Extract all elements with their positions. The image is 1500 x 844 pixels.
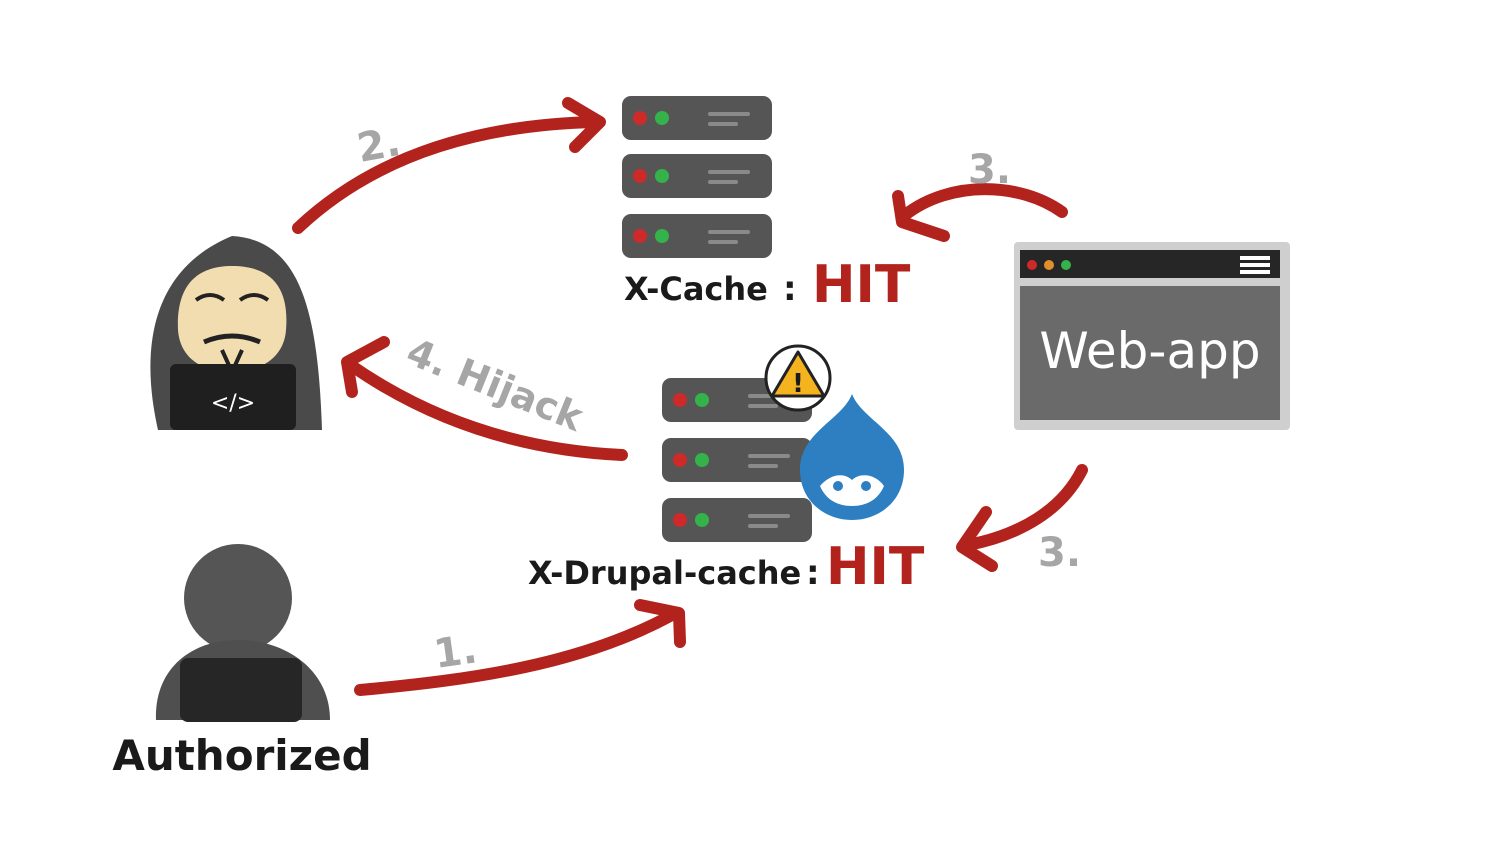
step-3-bottom-label: 3. [1038,530,1081,576]
browser-window-icon: Web-app [1014,242,1290,430]
server-stack-icon [622,96,772,258]
x-cache-value: HIT [812,255,911,315]
webapp-title: Web-app [1039,322,1260,380]
x-drupal-cache-separator: : [806,553,820,593]
victim-label: Authorized [112,731,371,780]
x-cache-separator: : [783,269,797,309]
hooded-hacker-icon: </> [150,236,322,430]
x-cache-name: X-Cache [624,270,768,308]
step-3-top-label: 3. [968,147,1011,193]
step-4-hijack-label: 4. Hijack [401,330,590,441]
x-drupal-cache-header: X-Drupal-cache : HIT [528,537,925,597]
step-1-label: 1. [431,626,480,678]
arrow-step-3-top [892,183,1068,242]
drupal-drop-icon [800,394,904,520]
x-drupal-cache-name: X-Drupal-cache [528,554,801,592]
laptop-code-glyph: </> [211,391,255,416]
arrow-step-2 [292,97,606,234]
user-silhouette-icon [155,544,330,722]
step-2-label: 2. [354,119,404,172]
x-cache-header: X-Cache : HIT [624,255,911,315]
x-drupal-cache-value: HIT [826,537,925,597]
warning-symbol: ! [792,369,804,399]
arrow-step-1 [354,599,686,696]
warning-icon: ! [764,344,832,412]
arrow-step-4-hijack [341,336,628,461]
arrow-step-3-bottom [956,464,1088,572]
